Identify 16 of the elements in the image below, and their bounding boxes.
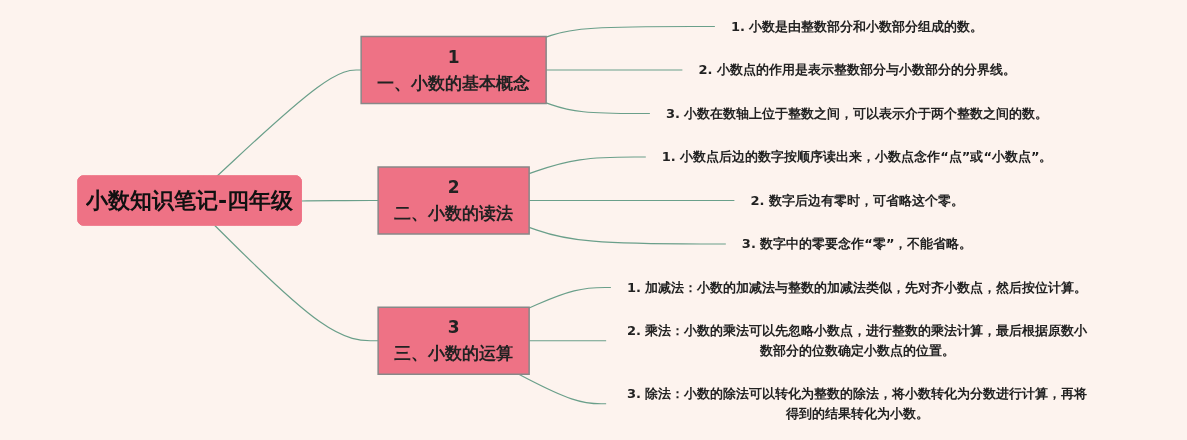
node-text: 1. 加减法：小数的加减法与整数的加减法类似，先对齐小数点，然后按位计算。 [627, 279, 1088, 295]
node-text: 1. 小数点后边的数字按顺序读出来，小数点念作“点”或“小数点”。 [662, 149, 1053, 165]
node-text: 2. 乘法：小数的乘法可以先忽略小数点，进行整数的乘法计算，最后根据原数小数部分的位数确定小数点的位置。 [627, 323, 1088, 358]
node-box: 3 三、小数的运算 [377, 306, 531, 375]
connector [545, 102, 651, 115]
node-text: 1. 小数是由整数部分和小数部分组成的数。 [731, 18, 984, 34]
node-box: 2 二、小数的读法 [377, 166, 531, 235]
connector [528, 286, 612, 309]
node-text: 2. 数字后边有零时，可省略这个零。 [750, 192, 965, 208]
node-text: 2. 小数点的作用是表示整数部分与小数部分的分界线。 [698, 62, 1017, 78]
connector [545, 25, 716, 38]
connector [518, 373, 608, 405]
node-box: 1 一、小数的基本概念 [360, 35, 548, 105]
node-text: 3. 小数在数轴上位于整数之间，可以表示介于两个整数之间的数。 [666, 105, 1049, 121]
node-text: 3. 除法：小数的除法可以转化为整数的除法，将小数转化为分数进行计算，再将得到的结果转化为小数。 [627, 386, 1088, 421]
node-text: 3. 数字中的零要念作“零”，不能省略。 [742, 236, 973, 252]
